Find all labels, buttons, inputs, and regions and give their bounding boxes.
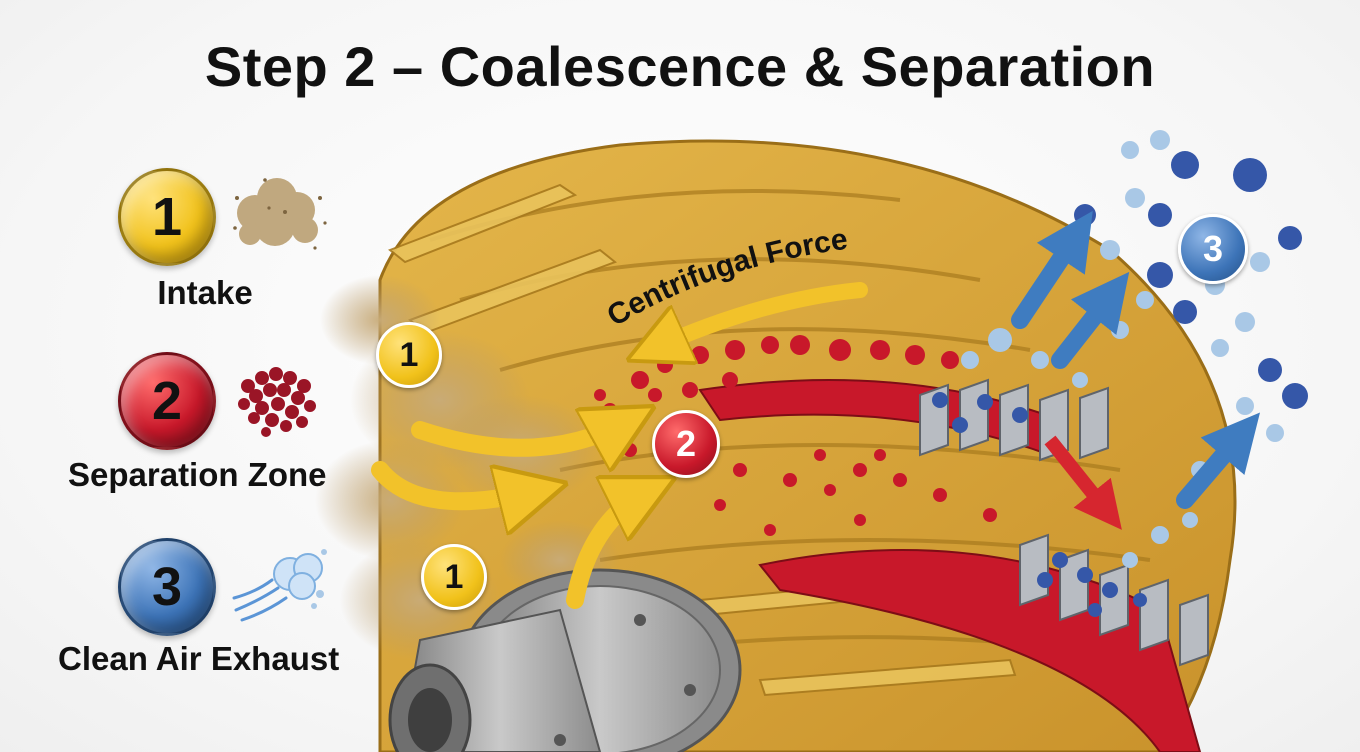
marker-separation: 2	[652, 410, 720, 478]
blue-droplet	[1250, 252, 1270, 272]
blue-droplet	[1037, 572, 1053, 588]
blue-droplet	[1282, 383, 1308, 409]
motor-shaft	[388, 568, 742, 752]
coalescer-plate	[1019, 533, 1049, 607]
blue-droplet	[1148, 203, 1172, 227]
blue-droplet	[1100, 240, 1120, 260]
red-droplet	[905, 345, 925, 365]
blue-droplet	[1125, 188, 1145, 208]
red-droplet	[783, 473, 797, 487]
droplet-cluster-icon	[238, 367, 316, 437]
legend-label-exhaust: Clean Air Exhaust	[58, 640, 340, 677]
blue-droplet	[1122, 552, 1138, 568]
blue-droplet	[1173, 300, 1197, 324]
legend-item-intake: 1 Intake	[0, 168, 360, 328]
legend-label-separation: Separation Zone	[68, 456, 327, 493]
red-droplet	[933, 488, 947, 502]
blue-droplet	[1052, 552, 1068, 568]
marker-exhaust: 3	[1178, 214, 1248, 284]
coalescer-plate	[1179, 593, 1209, 667]
marker-intake-lower: 1	[421, 544, 487, 610]
blue-droplet	[1031, 351, 1049, 369]
legend-badge-1: 1	[118, 168, 216, 266]
coalescer-plate	[1079, 386, 1109, 460]
blue-droplet	[1236, 397, 1254, 415]
red-droplet	[682, 382, 698, 398]
red-droplet	[648, 388, 662, 402]
blue-droplets	[932, 130, 1308, 617]
blue-droplet	[1171, 151, 1199, 179]
red-droplet	[814, 449, 826, 461]
blue-droplet	[1182, 512, 1198, 528]
coalescer-plate	[959, 378, 989, 452]
blue-droplet	[1211, 339, 1229, 357]
red-droplet	[983, 508, 997, 522]
intake-flow-arrows	[371, 420, 650, 609]
blue-droplet	[977, 394, 993, 410]
blue-droplet	[1077, 567, 1093, 583]
red-droplet	[714, 499, 726, 511]
page-title: Step 2 – Coalescence & Separation	[204, 35, 1156, 98]
blue-droplet	[1147, 262, 1173, 288]
blue-droplet	[1150, 130, 1170, 150]
centrifugal-arrow	[650, 282, 868, 350]
red-droplet	[853, 463, 867, 477]
blue-droplet	[1266, 424, 1284, 442]
legend-badge-3: 3	[118, 538, 216, 636]
red-droplet	[722, 372, 738, 388]
red-droplet	[657, 357, 673, 373]
red-droplet	[893, 473, 907, 487]
coalescer-plate	[1099, 563, 1129, 637]
red-droplet	[603, 403, 617, 417]
red-droplet	[733, 463, 747, 477]
blue-droplet	[961, 351, 979, 369]
coalescer-plate	[1139, 578, 1169, 652]
blue-droplet	[988, 328, 1012, 352]
blue-droplet	[1102, 582, 1118, 598]
red-droplet	[824, 484, 836, 496]
red-droplet	[764, 524, 776, 536]
red-droplet	[874, 449, 886, 461]
blue-droplet	[1088, 603, 1102, 617]
blue-droplet	[1136, 291, 1154, 309]
red-droplet	[870, 340, 890, 360]
blue-droplet	[1133, 593, 1147, 607]
blue-droplet	[1111, 321, 1129, 339]
dust-cloud-icon	[233, 178, 327, 250]
red-droplet	[594, 389, 606, 401]
red-droplet	[761, 336, 779, 354]
legend-item-exhaust: 3 Clean Air Exhaust	[0, 538, 360, 698]
legend-badge-2: 2	[118, 352, 216, 450]
blue-droplet	[1278, 226, 1302, 250]
blue-droplet	[932, 392, 948, 408]
air-puff-icon	[232, 549, 327, 622]
blue-droplet	[1235, 312, 1255, 332]
legend-label-intake: Intake	[157, 274, 253, 311]
red-droplet	[623, 443, 637, 457]
blue-droplet	[1233, 158, 1267, 192]
red-droplet	[790, 335, 810, 355]
blue-droplet	[1258, 358, 1282, 382]
blue-droplet	[952, 417, 968, 433]
legend-item-separation: 2 Separation Zone	[0, 352, 360, 512]
blue-droplet	[1012, 407, 1028, 423]
red-droplet	[941, 351, 959, 369]
red-droplet	[725, 340, 745, 360]
blue-droplet	[1151, 526, 1169, 544]
red-droplet	[631, 371, 649, 389]
blue-droplet	[1121, 141, 1139, 159]
red-droplet	[854, 514, 866, 526]
blue-droplet	[1072, 372, 1088, 388]
exhaust-arrows	[1011, 210, 1260, 509]
red-droplet	[691, 346, 709, 364]
separation-arrow	[1044, 435, 1122, 530]
marker-intake-upper: 1	[376, 322, 442, 388]
red-droplet	[829, 339, 851, 361]
